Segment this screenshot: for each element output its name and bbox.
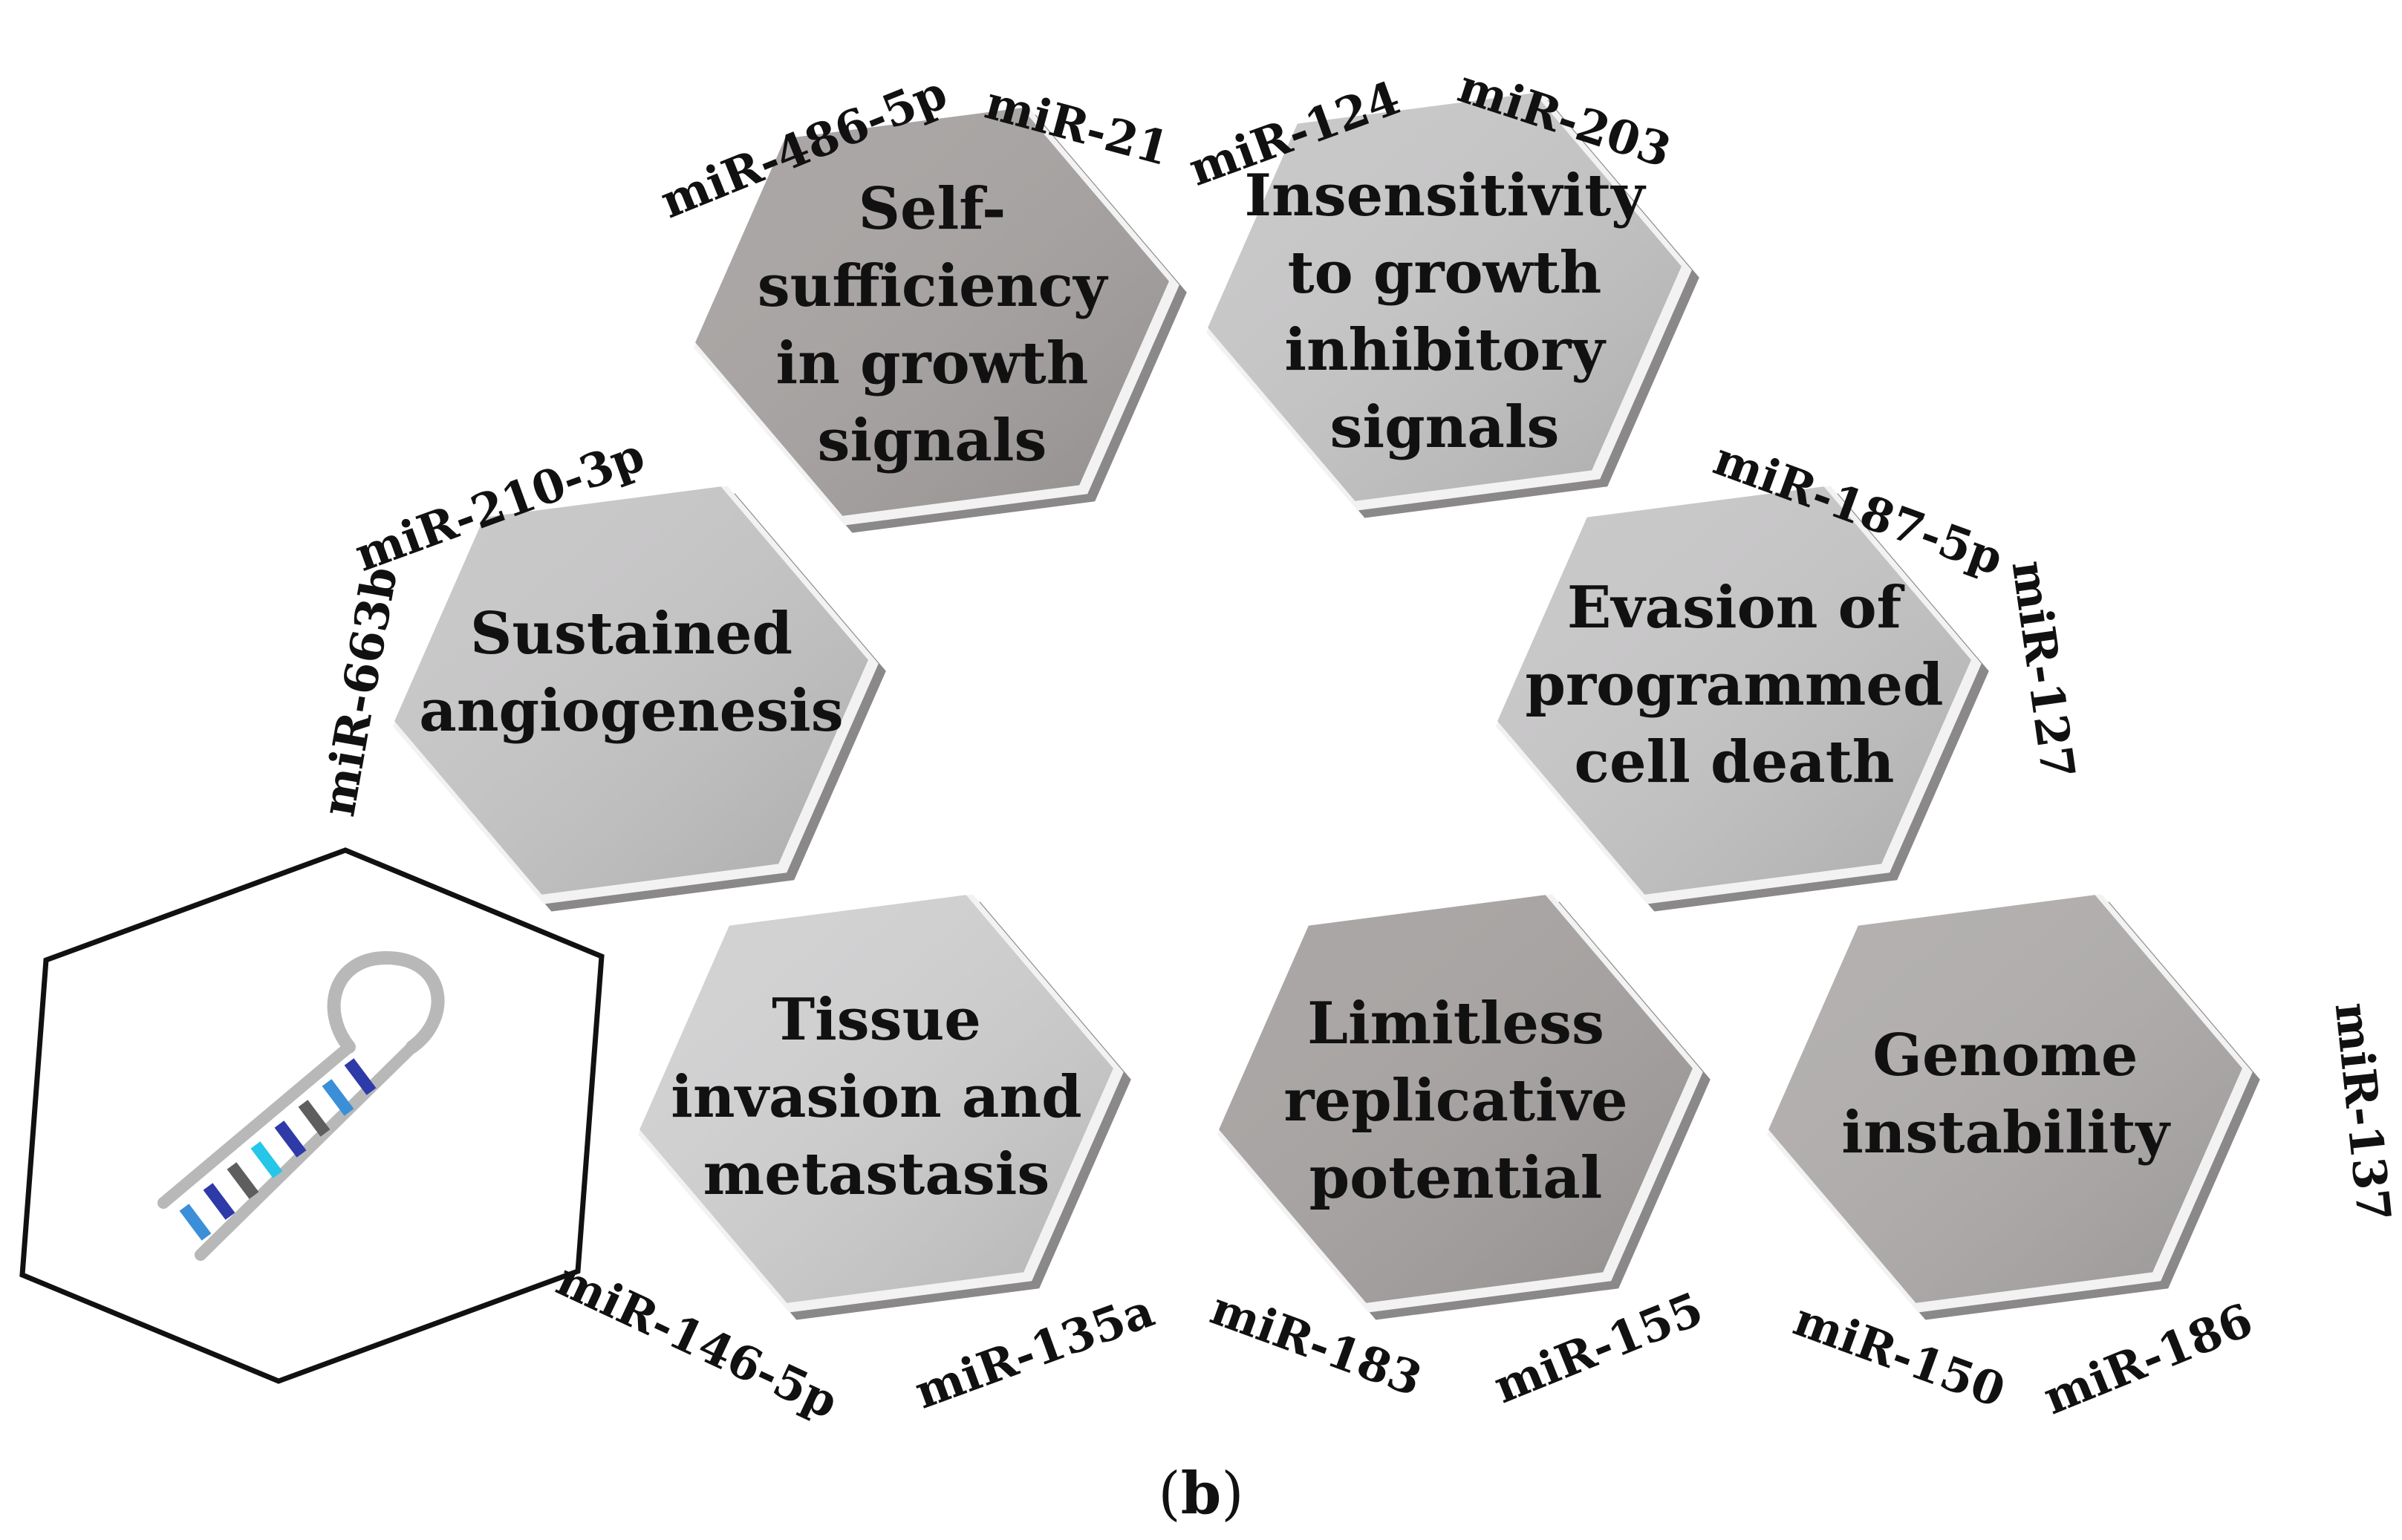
hallmark-label-line: inhibitory: [1284, 316, 1607, 384]
mirna-label: miR-186: [2036, 1293, 2260, 1426]
hallmark-label-line: replicative: [1283, 1067, 1627, 1135]
hallmark-label-line: Insensitivity: [1245, 162, 1647, 229]
hallmark-label-line: programmed: [1525, 651, 1943, 719]
mirna-label: miR-127: [2002, 557, 2086, 782]
figure-caption: (b): [1158, 1460, 1243, 1527]
mirna-label: miR-663b: [310, 563, 408, 820]
hallmark-label-line: signals: [818, 407, 1047, 474]
hex-shade: [695, 108, 1169, 516]
hallmark-replicative: Limitless replicative potential: [1217, 894, 1711, 1320]
hallmark-label-line: to growth: [1288, 239, 1602, 307]
hallmark-evasion: Evasion of programmed cell death: [1496, 486, 1989, 912]
hallmark-label-line: Genome: [1872, 1022, 2138, 1089]
hallmark-genome: Genome instability: [1767, 894, 2260, 1320]
mirna-label: miR-135a: [908, 1283, 1161, 1420]
hex-shade: [639, 895, 1113, 1303]
hex-shade: [1768, 895, 2242, 1303]
hallmark-label-line: Limitless: [1307, 990, 1604, 1057]
hallmark-label-line: invasion and: [671, 1063, 1081, 1131]
hallmark-label-line: cell death: [1575, 728, 1895, 796]
hallmark-label-line: Evasion of: [1567, 574, 1905, 642]
mirna-label: miR-155: [1486, 1282, 1711, 1415]
hallmark-insensitivity: Insensitivity to growth inhibitory signals: [1206, 92, 1699, 518]
hallmark-label-line: in growth: [775, 330, 1088, 397]
hex-shade: [1497, 486, 1971, 895]
mirna-label: miR-137: [2325, 1000, 2402, 1224]
hex-shade: [1208, 93, 1682, 501]
microrna-hairpin-icon: [157, 950, 445, 1261]
hallmark-self-sufficiency: Self-sufficiency in growth signals: [694, 107, 1187, 533]
hallmark-label-line: signals: [1330, 394, 1560, 461]
hallmark-label-line: Sustained: [470, 600, 792, 668]
hex-shade: [394, 486, 868, 895]
hallmark-invasion: Tissue invasion and metastasis: [638, 894, 1131, 1320]
hallmark-angiogenesis: Sustained angiogenesis: [393, 486, 886, 912]
hallmark-label-line: Tissue: [772, 986, 981, 1054]
hex-shade: [1219, 895, 1693, 1303]
hallmark-label-line: potential: [1309, 1144, 1603, 1212]
hallmark-label-line: Self-: [859, 175, 1006, 243]
hallmark-label-line: metastasis: [703, 1141, 1050, 1208]
microrna-hexagon: [19, 847, 605, 1384]
hallmark-label-line: angiogenesis: [419, 677, 843, 745]
hallmark-label-line: instability: [1841, 1099, 2171, 1167]
hallmark-label-line: sufficiency: [758, 252, 1109, 320]
